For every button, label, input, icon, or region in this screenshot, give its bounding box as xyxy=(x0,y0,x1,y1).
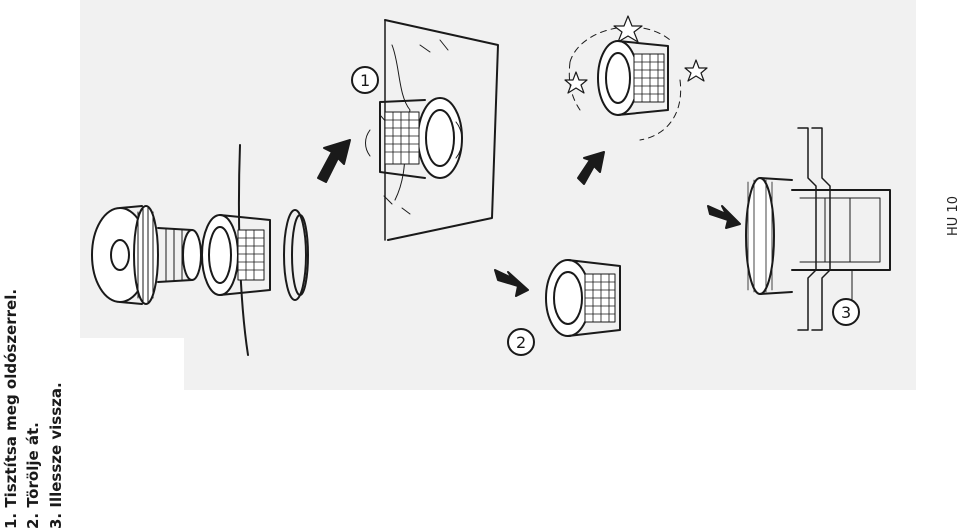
step1-solvent-wash: 1 xyxy=(351,19,499,241)
step3-reinstalled-filter: 3 xyxy=(745,127,891,331)
arrow-step2 xyxy=(494,269,529,297)
callout-3: 3 xyxy=(841,303,851,322)
step2-wiped-filter: 2 xyxy=(507,259,621,356)
arrow-step1 xyxy=(317,139,351,183)
callout-2: 2 xyxy=(516,333,526,352)
filter-assembly-exploded xyxy=(91,144,309,356)
instruction-step-2: 2. Törölje át. xyxy=(24,422,42,529)
arrow-step3 xyxy=(707,205,741,229)
callout-1: 1 xyxy=(360,71,370,90)
arrow-step2-shine xyxy=(577,151,605,185)
instruction-step-3: 3. Illessze vissza. xyxy=(47,382,65,529)
instruction-step-1: 1. Tisztítsa meg oldószerrel. xyxy=(2,288,20,529)
filter-cleaning-illustration: 1 2 xyxy=(80,0,916,390)
page-number: HU 10 xyxy=(946,196,960,236)
clean-filter-sparkling xyxy=(564,15,708,141)
